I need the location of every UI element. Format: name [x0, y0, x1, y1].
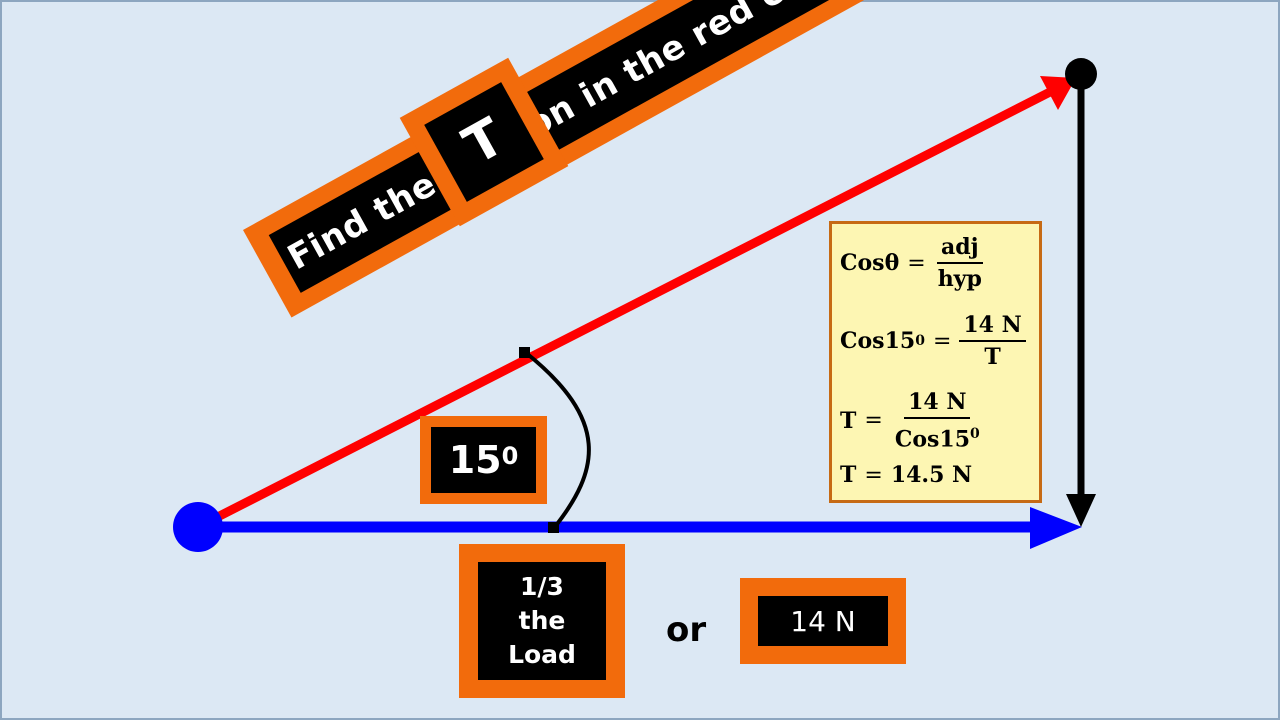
degree: 0	[970, 426, 980, 442]
arc-end-marker	[519, 347, 530, 358]
tension-arrowhead	[1040, 76, 1076, 110]
formula-line-3: T = 14 N Cos150	[840, 387, 984, 454]
angle-degree: 0	[501, 442, 519, 470]
cos-theta: Cosθ	[840, 250, 900, 276]
horizontal-arrowhead	[1030, 507, 1082, 549]
load-line-1: 1/3	[520, 572, 564, 601]
numerator: 14 N	[904, 387, 971, 419]
load-line-3: Load	[508, 640, 576, 669]
vertical-arrowhead	[1066, 494, 1096, 527]
or-text: or	[666, 610, 707, 650]
denominator: hyp	[937, 266, 982, 292]
load-label: 1/3 the Load	[478, 562, 606, 680]
denominator: T	[984, 344, 1001, 370]
numerator: adj	[936, 232, 983, 264]
tension-vector	[195, 87, 1053, 532]
formula-line-4: T = 14.5 N	[840, 462, 973, 488]
load-line-2: the	[518, 606, 566, 635]
angle-arc	[523, 350, 591, 530]
fraction: 14 N T	[959, 310, 1026, 372]
origin-point	[173, 502, 223, 552]
force-box: 14 N	[740, 578, 906, 664]
tension-label: T	[424, 82, 544, 202]
degree: 0	[915, 333, 925, 349]
angle-value: 15	[448, 438, 502, 482]
arc-end-marker	[548, 522, 559, 533]
force-label: 14 N	[758, 596, 888, 646]
cos-15: Cos15	[840, 328, 916, 354]
fraction: adj hyp	[934, 232, 986, 294]
fraction: 14 N Cos150	[891, 387, 984, 454]
tension-symbol: T	[840, 407, 857, 434]
cos-15: Cos15	[894, 426, 970, 453]
endpoint-dot	[1065, 58, 1097, 90]
load-box: 1/3 the Load	[459, 544, 625, 698]
tension-symbol: T	[840, 462, 857, 488]
tension-result: 14.5 N	[890, 462, 973, 488]
numerator: 14 N	[959, 310, 1026, 342]
formula-line-1: Cosθ = adj hyp	[840, 232, 986, 294]
denominator: Cos150	[891, 419, 984, 454]
